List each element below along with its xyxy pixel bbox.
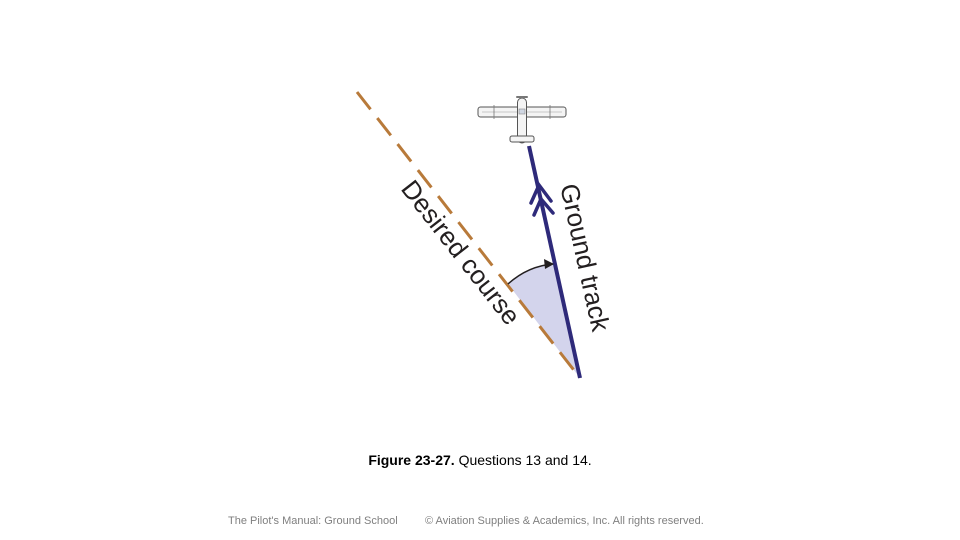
figure-caption-lead: Figure 23-27. xyxy=(368,452,455,468)
drift-angle-wedge xyxy=(508,264,580,378)
figure-caption: Figure 23-27. Questions 13 and 14. xyxy=(0,452,960,468)
figure-caption-text: Questions 13 and 14. xyxy=(454,452,592,468)
drift-angle-arrowhead-icon xyxy=(544,259,554,269)
footer-copyright: © Aviation Supplies & Academics, Inc. Al… xyxy=(425,515,704,527)
footer-source: The Pilot's Manual: Ground School xyxy=(228,515,398,527)
desired-course-line xyxy=(355,91,582,379)
airplane-icon xyxy=(477,96,567,144)
desired-course-label: Desired course xyxy=(395,174,526,330)
ground-track-arrow-icon xyxy=(529,181,555,217)
